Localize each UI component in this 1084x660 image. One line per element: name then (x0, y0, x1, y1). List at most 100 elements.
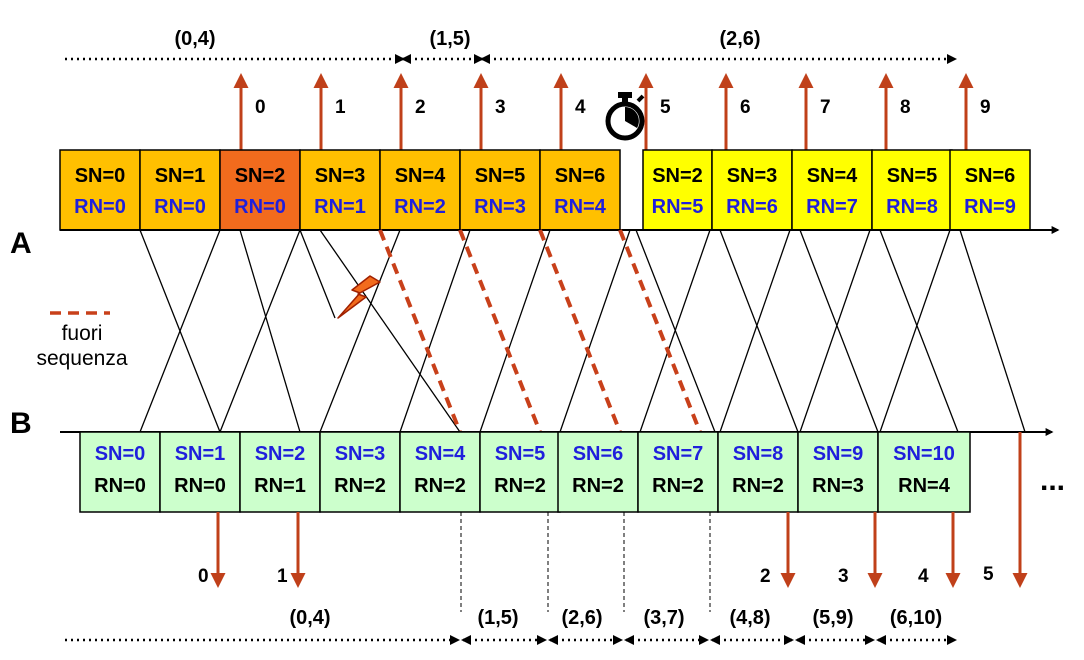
b-frame-sn: SN=3 (335, 443, 386, 465)
a-frame-rn: RN=0 (234, 196, 286, 218)
b-frame: SN=7RN=2 (637, 431, 719, 513)
ack-arrival-number: 4 (575, 97, 586, 118)
bottom-window-label: (1,5) (477, 607, 518, 629)
ack-arrival-number: 0 (255, 97, 266, 118)
a-frame-box (539, 149, 621, 231)
a-frame-sn: SN=3 (727, 165, 778, 187)
propagation-line (479, 229, 551, 433)
ack-arrival-number: 1 (335, 97, 346, 118)
top-window-label: (2,6) (719, 28, 760, 50)
a-frame-rn: RN=8 (886, 196, 938, 218)
a-frame: SN=6RN=4 (539, 149, 621, 231)
a-frame-box (791, 149, 873, 231)
b-frame-rn: RN=2 (334, 475, 386, 497)
b-frame-sn: SN=2 (255, 443, 306, 465)
a-frame-box (871, 149, 953, 231)
a-frame-row: SN=0RN=0SN=1RN=0SN=2RN=0SN=3RN=1SN=4RN=2… (59, 149, 1031, 231)
continuation-ellipsis: ... (1040, 464, 1065, 497)
a-frame-box (59, 149, 141, 231)
frame-arrival-number: 4 (918, 566, 929, 587)
a-frame: SN=5RN=3 (459, 149, 541, 231)
b-frame-rn: RN=2 (494, 475, 546, 497)
frame-arrival-number: 0 (198, 566, 209, 587)
a-frame: SN=0RN=0 (59, 149, 141, 231)
a-frame: SN=3RN=6 (711, 149, 793, 231)
b-frame-rn: RN=1 (254, 475, 306, 497)
b-frame-rn: RN=2 (652, 475, 704, 497)
ack-arrival-number: 2 (415, 97, 426, 118)
b-frame-sn: SN=9 (813, 443, 864, 465)
b-frame: SN=6RN=2 (557, 431, 639, 513)
propagation-line (719, 229, 799, 433)
b-frame-sn: SN=4 (415, 443, 466, 465)
propagation-line (879, 229, 951, 433)
ack-arrival-number: 6 (740, 97, 751, 118)
bottom-window-indicators: (0,4) (1,5) (2,6) (3,7) (4,8) (5,9) (6,1… (65, 607, 957, 645)
b-frame-rn: RN=2 (732, 475, 784, 497)
out-of-sequence-legend: fuori sequenza (36, 311, 128, 370)
out-of-sequence-line (458, 229, 542, 433)
a-frame: SN=2RN=5 (642, 149, 713, 231)
b-frame-box (319, 431, 401, 513)
a-frame-rn: RN=7 (806, 196, 858, 218)
a-frame: SN=1RN=0 (139, 149, 221, 231)
propagation-line (959, 229, 1026, 433)
stopwatch-icon (605, 92, 645, 141)
a-frame-rn: RN=5 (652, 196, 704, 218)
a-frame-rn: RN=6 (726, 196, 778, 218)
a-frame-rn: RN=3 (474, 196, 526, 218)
ack-arrival-number: 8 (900, 97, 911, 118)
a-frame-rn: RN=0 (74, 196, 126, 218)
top-window-label: (1,5) (429, 28, 470, 50)
legend-text-line1: fuori (62, 322, 103, 345)
propagation-line (139, 229, 221, 433)
bottom-window-separators (460, 512, 711, 612)
propagation-line (319, 229, 461, 433)
b-frame-box (877, 431, 971, 513)
ack-arrival-number: 9 (980, 97, 991, 118)
ack-arrival-number: 7 (820, 97, 831, 118)
out-of-sequence-line (538, 229, 622, 433)
a-frame: SN=4RN=2 (379, 149, 461, 231)
b-frame-sn: SN=1 (175, 443, 226, 465)
a-frame-sn: SN=2 (652, 165, 703, 187)
propagation-lines (139, 229, 1026, 433)
frame-arrival-number: 1 (277, 566, 288, 587)
b-frame-rn: RN=4 (898, 475, 951, 497)
propagation-line (799, 229, 871, 433)
a-frame-box (219, 149, 301, 231)
frame-arrival-number: 2 (760, 566, 771, 587)
propagation-line (219, 229, 301, 433)
b-frame-box (79, 431, 161, 513)
b-frame: SN=4RN=2 (399, 431, 481, 513)
lightning-error-icon (337, 275, 381, 319)
b-frame-box (479, 431, 561, 513)
a-frame: SN=3RN=1 (299, 149, 381, 231)
bottom-window-label: (4,8) (729, 607, 770, 629)
a-frame: SN=5RN=8 (871, 149, 953, 231)
a-frame: SN=2RN=0 (219, 149, 301, 231)
a-frame-box (459, 149, 541, 231)
b-frame: SN=1RN=0 (159, 431, 241, 513)
station-b-label: B (10, 407, 32, 440)
bottom-window-label: (5,9) (812, 607, 853, 629)
ack-arrival-number: 3 (495, 97, 506, 118)
a-frame: SN=4RN=7 (791, 149, 873, 231)
a-frame-box (949, 149, 1031, 231)
b-frame-rn: RN=0 (174, 475, 226, 497)
a-frame-sn: SN=6 (555, 165, 606, 187)
b-frame: SN=0RN=0 (79, 431, 161, 513)
b-frame-sn: SN=5 (495, 443, 546, 465)
propagation-line (559, 229, 631, 433)
a-frame-rn: RN=1 (314, 196, 366, 218)
out-of-sequence-line (378, 229, 462, 433)
frame-arrival-number: 3 (838, 566, 849, 587)
b-frame-rn: RN=2 (414, 475, 466, 497)
b-frame-sn: SN=7 (653, 443, 704, 465)
out-of-sequence-line (618, 229, 702, 433)
b-frame-row: SN=0RN=0SN=1RN=0SN=2RN=1SN=3RN=2SN=4RN=2… (79, 431, 971, 513)
